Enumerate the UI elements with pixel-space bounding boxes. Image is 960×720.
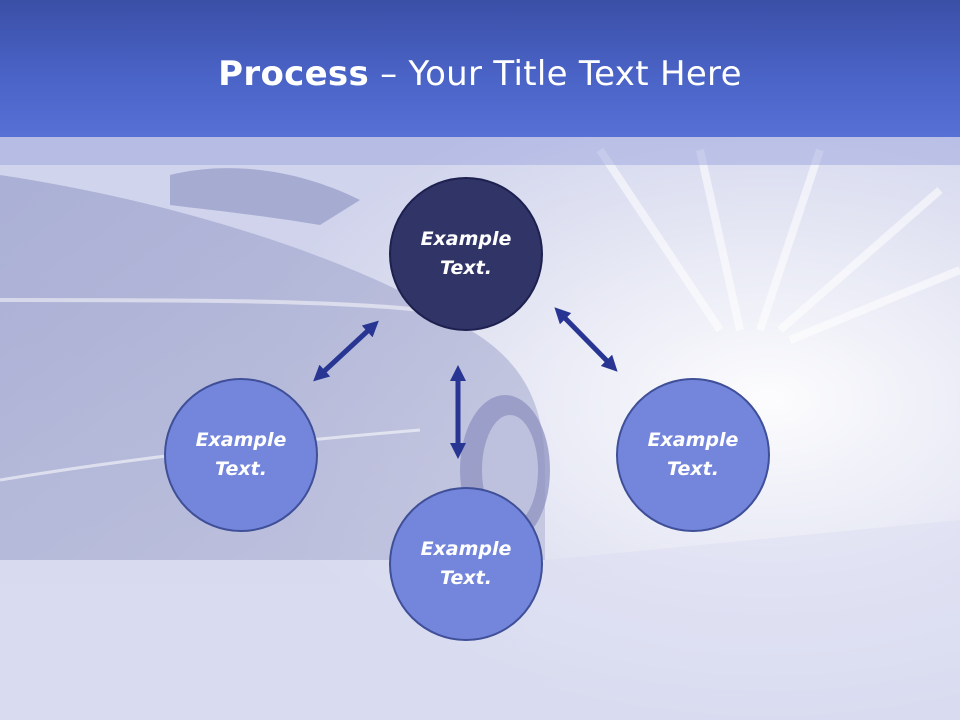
center-circle-label: Example Text. — [420, 228, 512, 279]
left-circle: Example Text. — [164, 378, 318, 532]
title-bar — [0, 0, 960, 137]
title-bold-text: Process — [218, 54, 370, 94]
slide-title: Process – Your Title Text Here — [0, 52, 960, 96]
left-circle-label: Example Text. — [195, 429, 287, 480]
right-circle: Example Text. — [616, 378, 770, 532]
title-bar-strip — [0, 137, 960, 165]
center-circle: Example Text. — [389, 177, 543, 331]
arrow-center-left — [313, 320, 379, 382]
title-rest-text: – Your Title Text Here — [369, 54, 742, 94]
bottom-circle: Example Text. — [389, 487, 543, 641]
right-circle-label: Example Text. — [647, 429, 739, 480]
bottom-circle-label: Example Text. — [420, 538, 512, 589]
arrow-center-right — [554, 307, 618, 372]
